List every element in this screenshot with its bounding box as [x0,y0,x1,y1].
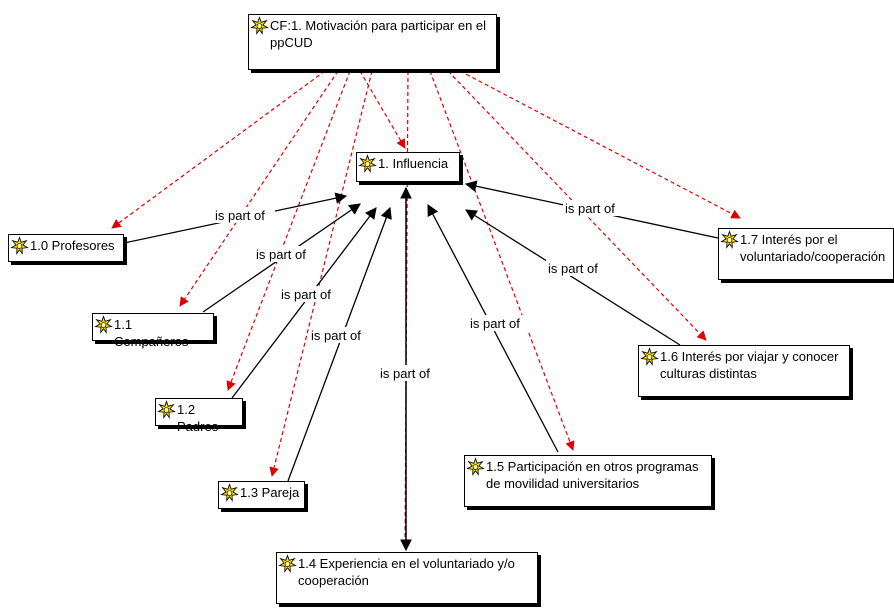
root-node-label: CF:1. Motivación para participar en el p… [270,18,487,50]
viajar-part-of-link [465,209,681,346]
relation-label: is part of [565,201,615,216]
node-label: 1.1 Compañeros [114,317,189,349]
node-label: 1.3 Pareja [240,485,300,500]
code-node-icon [466,457,485,476]
relation-label: is part of [548,261,598,276]
root-to-pareja-link [269,70,373,477]
node-label: 1.6 Interés por viajar y conocer cultura… [660,349,839,381]
node-experiencia[interactable]: 1.4 Experiencia en el voluntariado y/o c… [276,552,538,604]
padres-part-of-link [231,207,377,399]
code-node-icon [94,315,113,334]
root-to-participacion-link [429,70,575,451]
code-node-icon [640,347,659,366]
code-node-icon [220,483,239,502]
relation-label-background [563,200,625,216]
code-node-icon [358,154,377,173]
relation-label: is part of [470,316,520,331]
relation-labels: is part of is part of is part of is part of… [213,200,625,381]
dashed-links [111,70,741,549]
root-to-viajar-link [447,70,707,341]
root-to-center-link [359,70,406,149]
node-label: 1.5 Participación en otros programas de … [486,459,699,491]
relation-label-background [378,365,440,381]
root-to-padres-link [226,70,351,391]
relation-label-background [279,286,341,302]
root-to-companeros-link [179,70,339,307]
node-label: 1.2 Padres [177,402,219,434]
node-participacion[interactable]: 1.5 Participación en otros programas de … [464,455,712,507]
code-node-icon [250,16,269,35]
code-node-icon [10,236,29,255]
node-label: 1.0 Profesores [30,238,115,253]
center-node[interactable]: 1. Influencia [356,152,460,182]
relation-label-background [309,327,371,343]
code-node-icon [157,400,176,419]
relation-label-background [213,207,275,223]
pareja-part-of-link [287,206,392,482]
node-companeros[interactable]: 1.1 Compañeros [92,313,214,349]
relation-label: is part of [281,287,331,302]
relation-label: is part of [256,247,306,262]
code-node-icon [720,230,739,249]
relation-label: is part of [380,366,430,381]
node-label: 1.4 Experiencia en el voluntariado y/o c… [298,556,515,588]
relation-label-background [546,260,608,276]
root-to-profesores-link [111,70,326,229]
center-node-label: 1. Influencia [378,156,449,171]
node-padres[interactable]: 1.2 Padres [155,398,243,434]
relation-label: is part of [311,328,361,343]
root-to-voluntariado-link [459,70,741,219]
code-node-icon [278,554,297,573]
node-label: 1.7 Interés por el voluntariado/cooperac… [740,232,886,264]
relation-label-background [468,315,530,331]
node-profesores[interactable]: 1.0 Profesores [8,234,124,262]
relation-label: is part of [215,208,265,223]
relation-label-background [254,246,316,262]
root-node[interactable]: CF:1. Motivación para participar en el p… [248,14,497,70]
node-pareja[interactable]: 1.3 Pareja [218,481,305,509]
node-viajar[interactable]: 1.6 Interés por viajar y conocer cultura… [638,345,850,397]
node-voluntariado[interactable]: 1.7 Interés por el voluntariado/cooperac… [718,228,894,280]
